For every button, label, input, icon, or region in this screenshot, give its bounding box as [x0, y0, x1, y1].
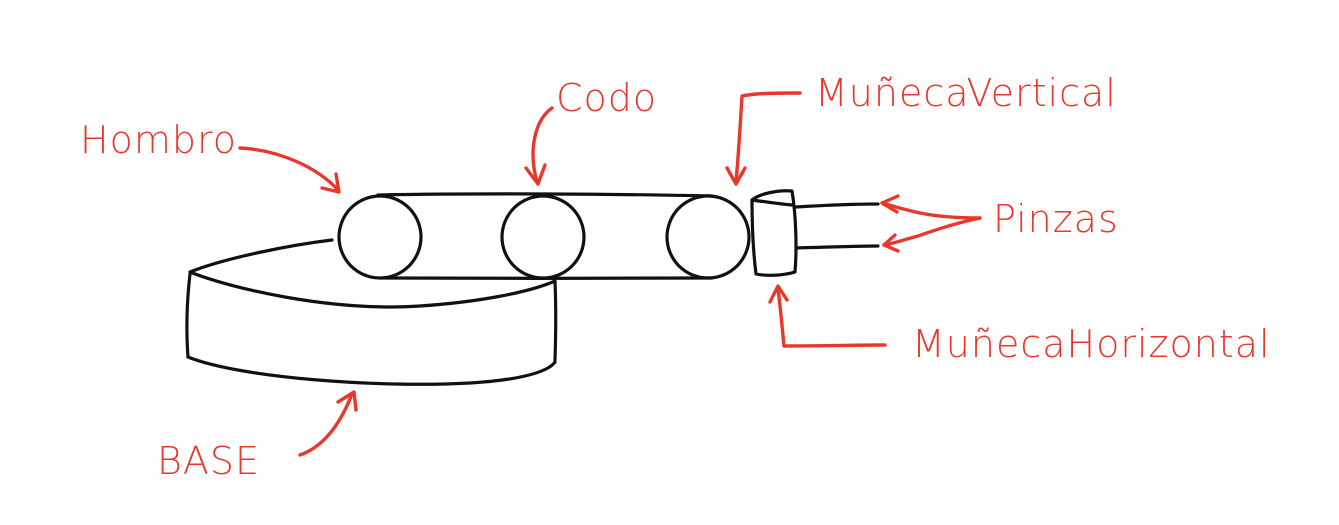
gripper-finger-top — [794, 202, 880, 209]
label-hombro: Hombro — [80, 118, 237, 162]
arm-body — [376, 192, 714, 281]
wrist-horizontal-block — [750, 189, 798, 277]
elbow-joint — [500, 194, 586, 280]
wrist-block-edge — [750, 198, 794, 207]
label-muneca-horizontal: MuñecaHorizontal — [912, 322, 1271, 366]
label-pinzas: Pinzas — [993, 197, 1119, 241]
base-shape — [185, 238, 558, 386]
muneca-vertical-arrow — [725, 91, 802, 186]
muneca-horizontal-arrow — [768, 284, 887, 348]
wrist-vertical-joint — [665, 194, 751, 280]
gripper-finger-bottom — [794, 244, 880, 250]
annotations — [238, 91, 982, 457]
shoulder-joint — [337, 194, 423, 280]
label-codo: Codo — [556, 76, 657, 120]
labels: Hombro Codo MuñecaVertical Pinzas Muñeca… — [80, 71, 1271, 483]
codo-arrow — [524, 106, 554, 186]
hombro-arrow — [238, 146, 341, 194]
label-muneca-vertical: MuñecaVertical — [815, 71, 1117, 115]
robot-arm-drawing — [185, 189, 880, 386]
base-arrow — [298, 390, 358, 457]
pinzas-arrows — [880, 194, 982, 253]
label-base: BASE — [157, 439, 260, 483]
